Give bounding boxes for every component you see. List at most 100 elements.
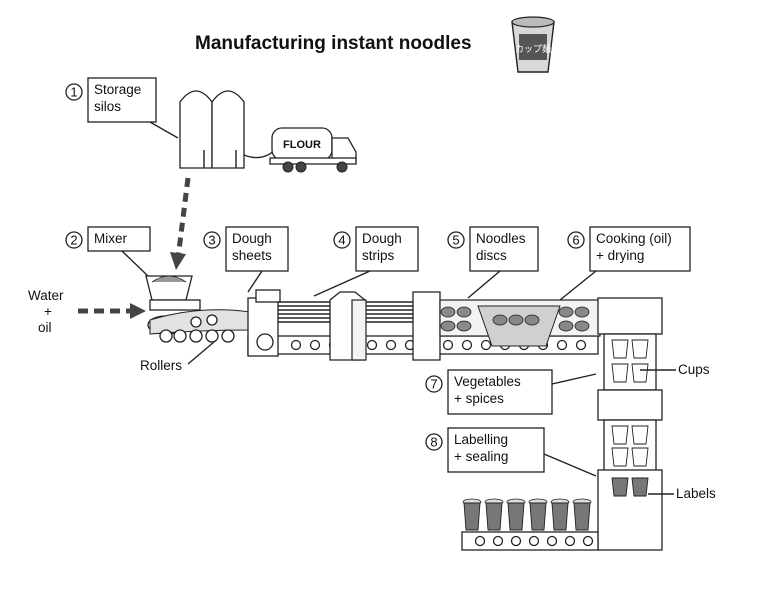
step-callout-7: 7 Vegetables + spices <box>425 369 597 415</box>
cup <box>631 363 649 383</box>
step-label-line: Vegetables <box>454 374 521 389</box>
cup <box>611 447 629 467</box>
step-label-line: Dough <box>232 231 272 246</box>
step-label-line: Labelling <box>454 432 508 447</box>
step-label-line: + sealing <box>454 449 508 464</box>
conveyor-roller <box>492 535 504 547</box>
cup <box>551 502 569 531</box>
conveyor-roller <box>528 535 540 547</box>
cup <box>631 339 649 359</box>
callout-pointer <box>149 121 179 139</box>
step-callout-4: 4 Dough strips <box>313 226 419 297</box>
flour-truck-illustration: FLOUR <box>269 127 357 173</box>
step-number-circle <box>447 231 465 249</box>
step-label-line: + spices <box>454 391 504 406</box>
callout-pointer <box>313 270 371 297</box>
cups-label: Cups <box>678 362 710 377</box>
noodle-disc <box>558 306 574 318</box>
callout-box <box>469 226 539 272</box>
conveyor-roller <box>582 535 594 547</box>
step-number: 7 <box>430 377 437 392</box>
cup <box>507 502 525 531</box>
labels-label: Labels <box>676 486 716 501</box>
step-number: 1 <box>70 85 77 100</box>
step-number: 2 <box>70 233 77 248</box>
callout-box <box>355 226 419 272</box>
plus-label: + <box>44 304 52 319</box>
conveyor-roller <box>480 339 492 351</box>
conveyor-roller <box>309 339 321 351</box>
conveyor-roller <box>290 339 302 351</box>
callout-box <box>447 427 545 473</box>
step-number: 4 <box>338 233 345 248</box>
step-label-line: discs <box>476 248 507 263</box>
step-number-circle <box>567 231 585 249</box>
cooking-tower <box>597 297 663 551</box>
noodle-disc <box>574 306 590 318</box>
logo-text: カップ麺 <box>515 43 551 55</box>
noodle-disc <box>440 306 456 318</box>
callout-pointer <box>247 270 263 293</box>
diagram-title: Manufacturing instant noodles <box>195 33 472 54</box>
conveyor-roller <box>564 535 576 547</box>
step-number-circle <box>425 433 443 451</box>
step-label-line: Cooking (oil) <box>596 231 672 246</box>
cup <box>463 502 481 531</box>
packaging-conveyor <box>461 498 599 551</box>
noodle-disc <box>440 320 456 332</box>
step-number: 3 <box>208 233 215 248</box>
rollers-label: Rollers <box>140 358 182 373</box>
noodle-cup-logo: カップ麺 <box>511 16 555 73</box>
conveyor-roller <box>556 339 568 351</box>
step-label-line: sheets <box>232 248 272 263</box>
conveyor-roller <box>474 535 486 547</box>
noodle-disc <box>492 314 508 326</box>
step-label-line: Storage <box>94 82 141 97</box>
noodle-disc <box>524 314 540 326</box>
storage-silos-illustration <box>179 90 276 169</box>
step-number-circle <box>425 375 443 393</box>
cup <box>611 425 629 445</box>
step-number-circle <box>333 231 351 249</box>
noodle-disc <box>456 306 472 318</box>
cup <box>529 502 547 531</box>
conveyor-roller <box>366 339 378 351</box>
conveyor-roller <box>461 339 473 351</box>
callout-box <box>87 77 157 123</box>
noodle-disc <box>558 320 574 332</box>
cup <box>573 502 591 531</box>
step-label-line: Mixer <box>94 231 128 246</box>
truck-label: FLOUR <box>283 139 321 151</box>
rollers-pointer <box>187 341 215 365</box>
noodle-disc <box>456 320 472 332</box>
step-label-line: + drying <box>596 248 644 263</box>
step-label-line: strips <box>362 248 395 263</box>
noodle-disc <box>574 320 590 332</box>
conveyor-roller <box>575 339 587 351</box>
step-number: 6 <box>572 233 579 248</box>
conveyor-roller <box>385 339 397 351</box>
callout-pointer <box>543 453 597 477</box>
callout-pointer <box>559 270 597 301</box>
water-arrow-head <box>130 303 146 319</box>
oil-label: oil <box>38 320 52 335</box>
step-callout-6: 6 Cooking (oil) + drying <box>559 226 691 301</box>
flour-flow-arrow <box>175 177 191 259</box>
cup <box>631 447 649 467</box>
step-label-line: Noodles <box>476 231 526 246</box>
callout-pointer <box>551 373 597 385</box>
step-number-circle <box>65 83 83 101</box>
cup <box>631 477 649 497</box>
cup <box>611 477 629 497</box>
callout-box <box>589 226 691 272</box>
conveyor-roller <box>546 535 558 547</box>
conveyor-roller <box>510 535 522 547</box>
water-label: Water <box>28 288 64 303</box>
step-label-line: Dough <box>362 231 402 246</box>
callout-box <box>87 226 151 252</box>
noodle-disc <box>508 314 524 326</box>
callout-pointer <box>121 250 149 277</box>
